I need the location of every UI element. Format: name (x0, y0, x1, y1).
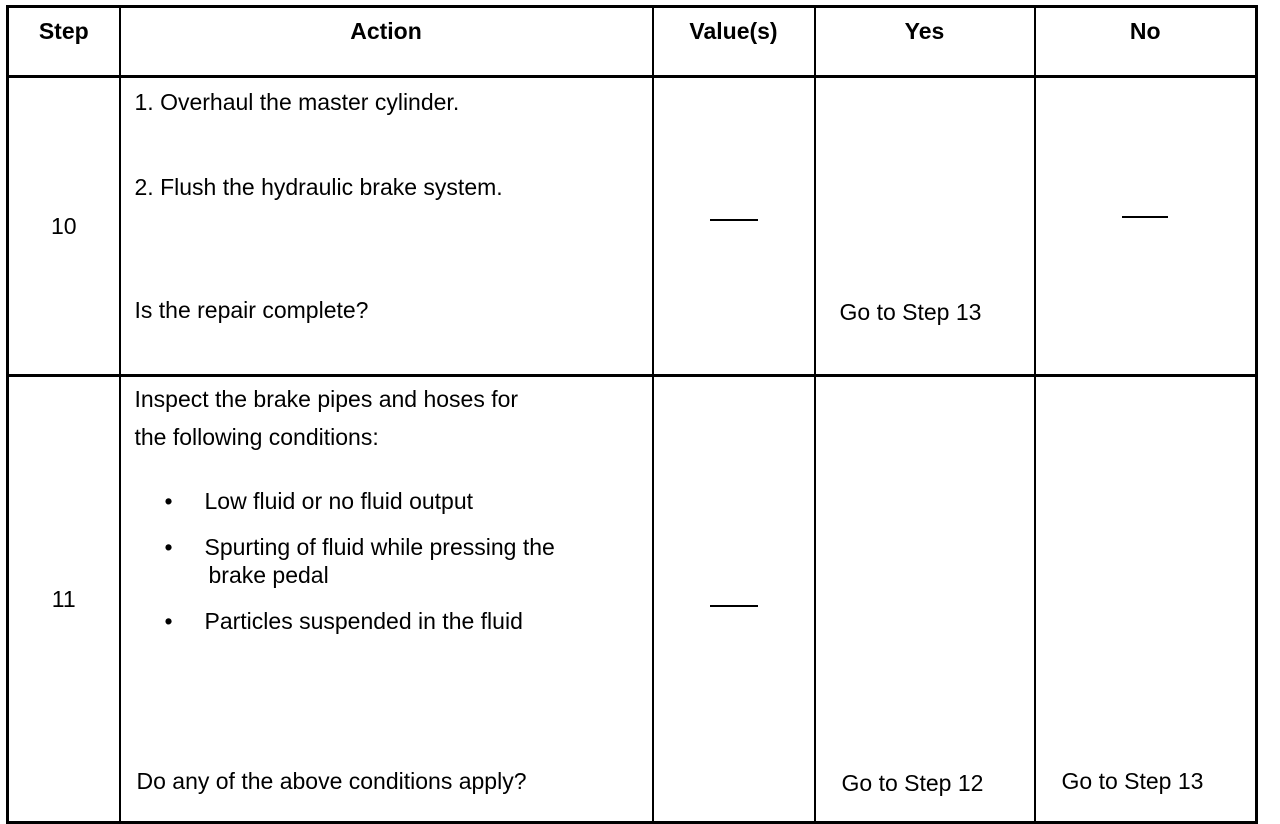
condition-text: Particles suspended in the fluid (204, 608, 523, 634)
values-cell: — (651, 374, 816, 824)
bullet-icon: • (164, 608, 173, 634)
yes-cell: Go to Step 13 (813, 75, 1036, 377)
action-cell: 1. Overhaul the master cylinder. 2. Flus… (118, 75, 654, 377)
step-number: 11 (6, 374, 121, 824)
header-row: Step Action Value(s) Yes No (6, 5, 1258, 78)
action-line-2: 2. Flush the hydraulic brake system. (134, 174, 503, 200)
no-cell: Go to Step 13 (1033, 374, 1258, 824)
value-dash (709, 605, 758, 607)
table-row-step-10: 10 1. Overhaul the master cylinder. 2. F… (6, 75, 1258, 377)
condition-list: • Low fluid or no fluid output • Spurtin… (165, 487, 649, 653)
yes-cell: Go to Step 12 (813, 374, 1036, 824)
values-cell: — (651, 75, 816, 377)
header-yes: Yes (813, 5, 1036, 78)
header-step: Step (6, 5, 121, 78)
bullet-icon: • (164, 488, 173, 514)
yes-result: Go to Step 13 (839, 298, 982, 325)
no-cell: — (1033, 75, 1258, 377)
condition-text: Low fluid or no fluid output (204, 488, 474, 514)
value-dash (709, 219, 758, 221)
condition-text: Spurting of fluid while pressing the (204, 534, 555, 560)
list-item: • Low fluid or no fluid output (165, 487, 649, 515)
action-intro-line-2: the following conditions: (134, 424, 379, 450)
step-number: 10 (6, 75, 121, 377)
list-item: • Spurting of fluid while pressing the b… (165, 533, 649, 589)
yes-result: Go to Step 12 (841, 769, 984, 796)
action-intro-line-1: Inspect the brake pipes and hoses for (134, 386, 519, 412)
no-dash (1121, 216, 1168, 218)
header-action: Action (118, 5, 654, 78)
condition-text-continued: brake pedal (208, 562, 329, 588)
header-no: No (1033, 5, 1258, 78)
table-row-step-11: 11 Inspect the brake pipes and hoses for… (6, 374, 1258, 824)
action-line-1: 1. Overhaul the master cylinder. (134, 89, 460, 115)
header-values: Value(s) (651, 5, 816, 78)
no-result: Go to Step 13 (1061, 768, 1204, 794)
diagnostic-table: Step Action Value(s) Yes No 10 1. Overha… (6, 5, 1258, 824)
bullet-icon: • (164, 534, 173, 560)
action-question: Do any of the above conditions apply? (136, 768, 527, 794)
list-item: • Particles suspended in the fluid (165, 607, 649, 635)
action-cell: Inspect the brake pipes and hoses for th… (118, 374, 654, 824)
action-question: Is the repair complete? (134, 297, 369, 323)
